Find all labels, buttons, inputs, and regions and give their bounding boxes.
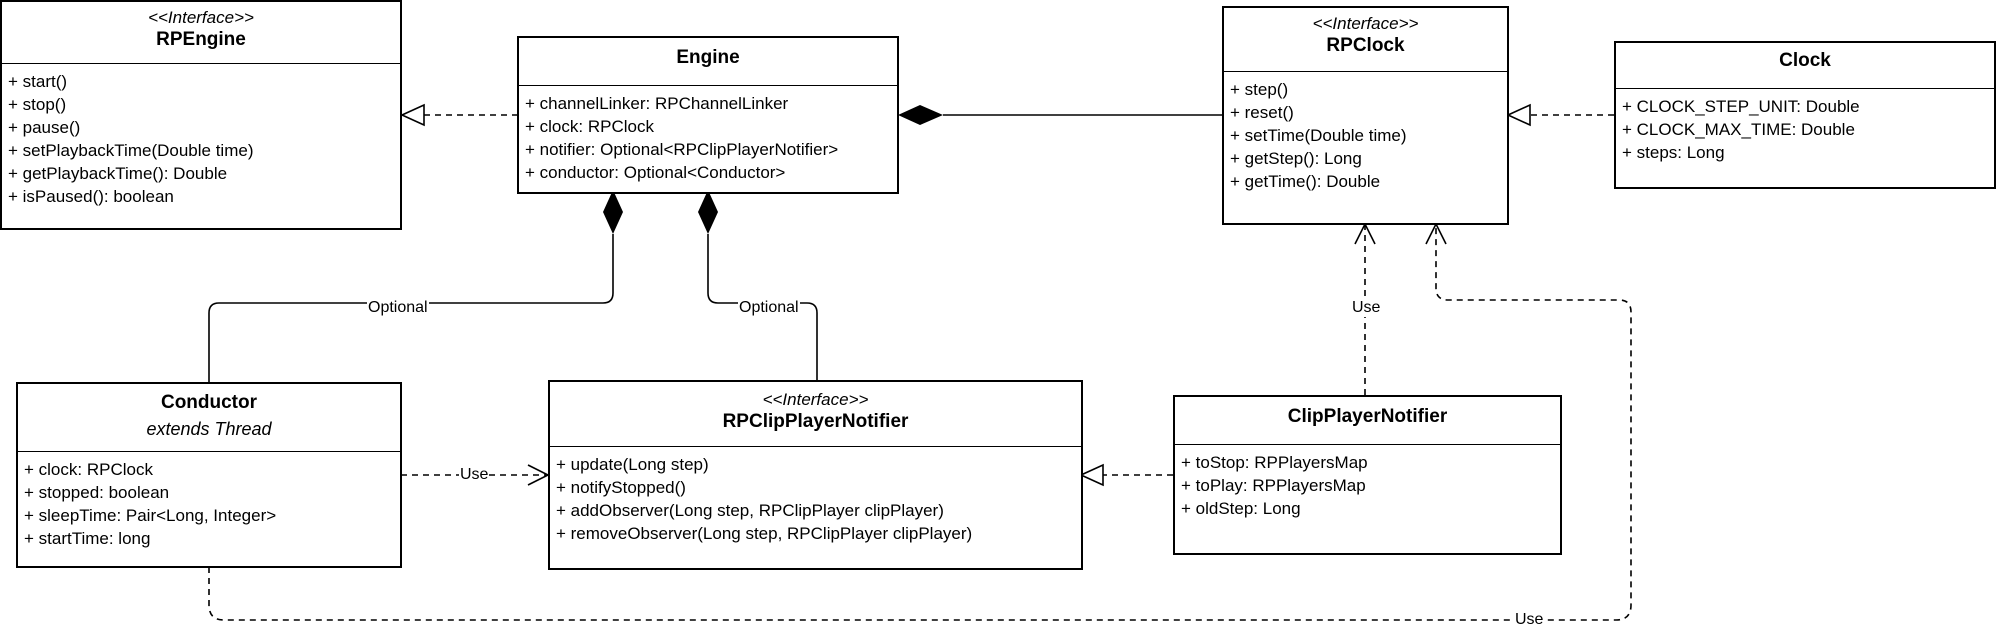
use-label-clipnotifier-clock: Use — [1351, 299, 1382, 317]
member-item: + removeObserver(Long step, RPClipPlayer… — [556, 524, 973, 543]
class-name: RPEngine — [156, 29, 246, 50]
member-item: + stopped: boolean — [24, 483, 170, 502]
stereotype-label: <<Interface>> — [1312, 14, 1419, 33]
class-engine[interactable]: Engine + channelLinker: RPChannelLinker … — [517, 36, 899, 194]
member-item: + stop() — [8, 95, 67, 114]
member-item: + channelLinker: RPChannelLinker — [525, 94, 789, 113]
class-name: RPClipPlayerNotifier — [722, 411, 909, 432]
member-item: + CLOCK_STEP_UNIT: Double — [1622, 97, 1860, 116]
member-list: + toStop: RPPlayersMap + toPlay: RPPlaye… — [1175, 445, 1560, 520]
class-clock[interactable]: Clock + CLOCK_STEP_UNIT: Double + CLOCK_… — [1614, 41, 1996, 189]
class-divider — [18, 451, 400, 452]
filled-diamond-icon — [898, 105, 943, 125]
class-divider — [1224, 71, 1507, 72]
member-item: + isPaused(): boolean — [8, 187, 174, 206]
member-item: + start() — [8, 72, 68, 91]
realization-engine-rpengine — [400, 103, 518, 127]
member-item: + toPlay: RPPlayersMap — [1181, 476, 1366, 495]
member-list: + start() + stop() + pause() + setPlayba… — [2, 64, 400, 208]
class-divider — [550, 446, 1081, 447]
realization-clock-rpclock — [1506, 103, 1614, 127]
class-rpclipplayernotifier[interactable]: <<Interface>> RPClipPlayerNotifier + upd… — [548, 380, 1083, 570]
member-item: + step() — [1230, 80, 1289, 99]
member-item: + clock: RPClock — [24, 460, 153, 479]
class-divider — [519, 85, 897, 86]
class-name: Conductor — [160, 392, 258, 413]
member-item: + clock: RPClock — [525, 117, 654, 136]
composition-engine-rpclock — [898, 105, 1223, 125]
realization-clipnotifier-rpnotifier — [1079, 463, 1173, 487]
hollow-triangle-arrowhead — [1506, 103, 1531, 127]
filled-diamond-icon — [698, 190, 718, 234]
member-item: + sleepTime: Pair<Long, Integer> — [24, 506, 277, 525]
member-item: + getPlaybackTime(): Double — [8, 164, 228, 183]
member-list: + CLOCK_STEP_UNIT: Double + CLOCK_MAX_TI… — [1616, 89, 1994, 164]
stereotype-label: <<Interface>> — [762, 390, 869, 409]
class-divider — [1616, 88, 1994, 89]
optional-label-notifier: Optional — [738, 299, 800, 317]
hollow-triangle-arrowhead — [1079, 463, 1104, 487]
member-item: + update(Long step) — [556, 455, 709, 474]
class-divider — [2, 63, 400, 64]
member-item: + notifyStopped() — [556, 478, 686, 497]
member-item: + pause() — [8, 118, 81, 137]
class-name: Clock — [1779, 50, 1831, 71]
use-label-conductor-clock: Use — [1514, 611, 1545, 629]
optional-label-conductor: Optional — [367, 299, 429, 317]
member-item: + conductor: Optional<Conductor> — [525, 163, 786, 182]
class-name: RPClock — [1326, 35, 1405, 56]
member-item: + toStop: RPPlayersMap — [1181, 453, 1368, 472]
hollow-triangle-arrowhead — [400, 103, 425, 127]
member-list: + clock: RPClock + stopped: boolean + sl… — [18, 452, 400, 550]
member-item: + setTime(Double time) — [1230, 126, 1407, 145]
class-subtitle: extends Thread — [146, 419, 272, 439]
member-item: + reset() — [1230, 103, 1294, 122]
class-clipplayernotifier[interactable]: ClipPlayerNotifier + toStop: RPPlayersMa… — [1173, 395, 1562, 555]
class-rpengine[interactable]: <<Interface>> RPEngine + start() + stop(… — [0, 0, 402, 230]
member-item: + oldStep: Long — [1181, 499, 1301, 518]
member-item: + notifier: Optional<RPClipPlayerNotifie… — [525, 140, 839, 159]
class-name: ClipPlayerNotifier — [1287, 406, 1448, 427]
member-item: + startTime: long — [24, 529, 151, 548]
member-item: + setPlaybackTime(Double time) — [8, 141, 254, 160]
composition-engine-notifier — [698, 190, 818, 380]
use-label-conductor-notifier: Use — [459, 466, 490, 484]
member-item: + steps: Long — [1622, 143, 1725, 162]
member-item: + CLOCK_MAX_TIME: Double — [1622, 120, 1855, 139]
class-conductor[interactable]: Conductor extends Thread + clock: RPCloc… — [16, 382, 402, 568]
member-list: + update(Long step) + notifyStopped() + … — [550, 447, 1081, 545]
member-item: + addObserver(Long step, RPClipPlayer cl… — [556, 501, 944, 520]
filled-diamond-icon — [603, 190, 623, 234]
member-item: + getStep(): Long — [1230, 149, 1362, 168]
member-item: + getTime(): Double — [1230, 172, 1381, 191]
member-list: + step() + reset() + setTime(Double time… — [1224, 72, 1507, 193]
stereotype-label: <<Interface>> — [148, 8, 254, 27]
class-rpclock[interactable]: <<Interface>> RPClock + step() + reset()… — [1222, 6, 1509, 225]
class-divider — [1175, 444, 1560, 445]
member-list: + channelLinker: RPChannelLinker + clock… — [519, 86, 897, 184]
class-name: Engine — [676, 47, 740, 68]
